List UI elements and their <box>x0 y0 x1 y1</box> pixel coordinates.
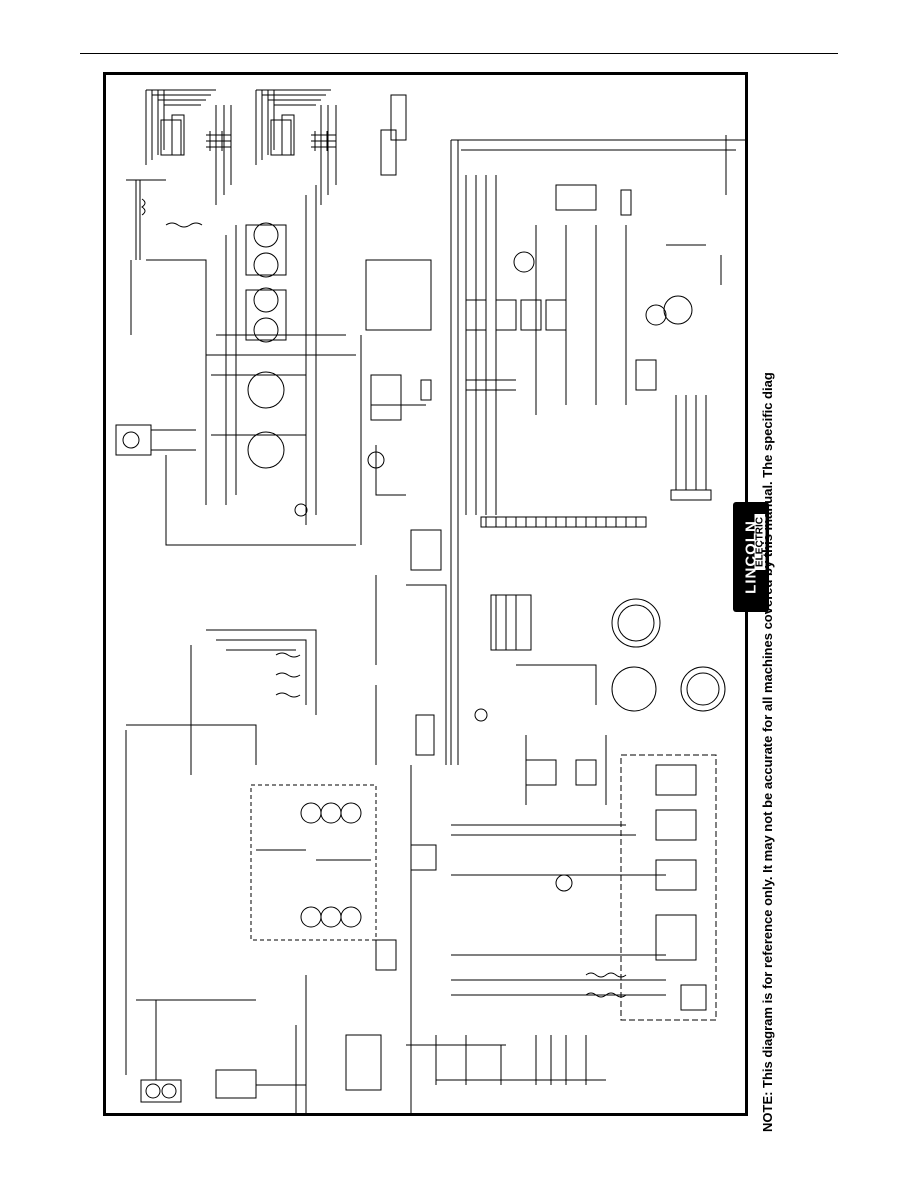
connector-plugs <box>611 598 726 712</box>
coil-group-top-left <box>145 89 232 205</box>
three-phase-section <box>125 575 447 1075</box>
middle-components <box>360 94 442 571</box>
lower-left-enclosure <box>250 784 377 941</box>
right-relays <box>465 135 727 415</box>
terminal-strip <box>480 395 712 528</box>
header-rule <box>80 53 838 54</box>
coil-group-top-mid <box>255 89 337 205</box>
bottom-bus <box>406 765 666 1113</box>
left-device <box>115 424 356 546</box>
wiring-diagram <box>115 89 745 1113</box>
lincoln-electric-logo: LINCOLN ELECTRIC <box>733 502 769 612</box>
reference-note: NOTE: This diagram is for reference only… <box>760 372 775 1132</box>
main-bus <box>450 139 745 765</box>
rectifier-bridges <box>206 185 356 525</box>
left-transformer <box>126 179 207 505</box>
connection-blocks <box>375 594 532 971</box>
bottom-left-devices <box>136 975 382 1113</box>
wiring-diagram-frame <box>103 72 748 1116</box>
right-enclosures <box>516 664 717 1021</box>
